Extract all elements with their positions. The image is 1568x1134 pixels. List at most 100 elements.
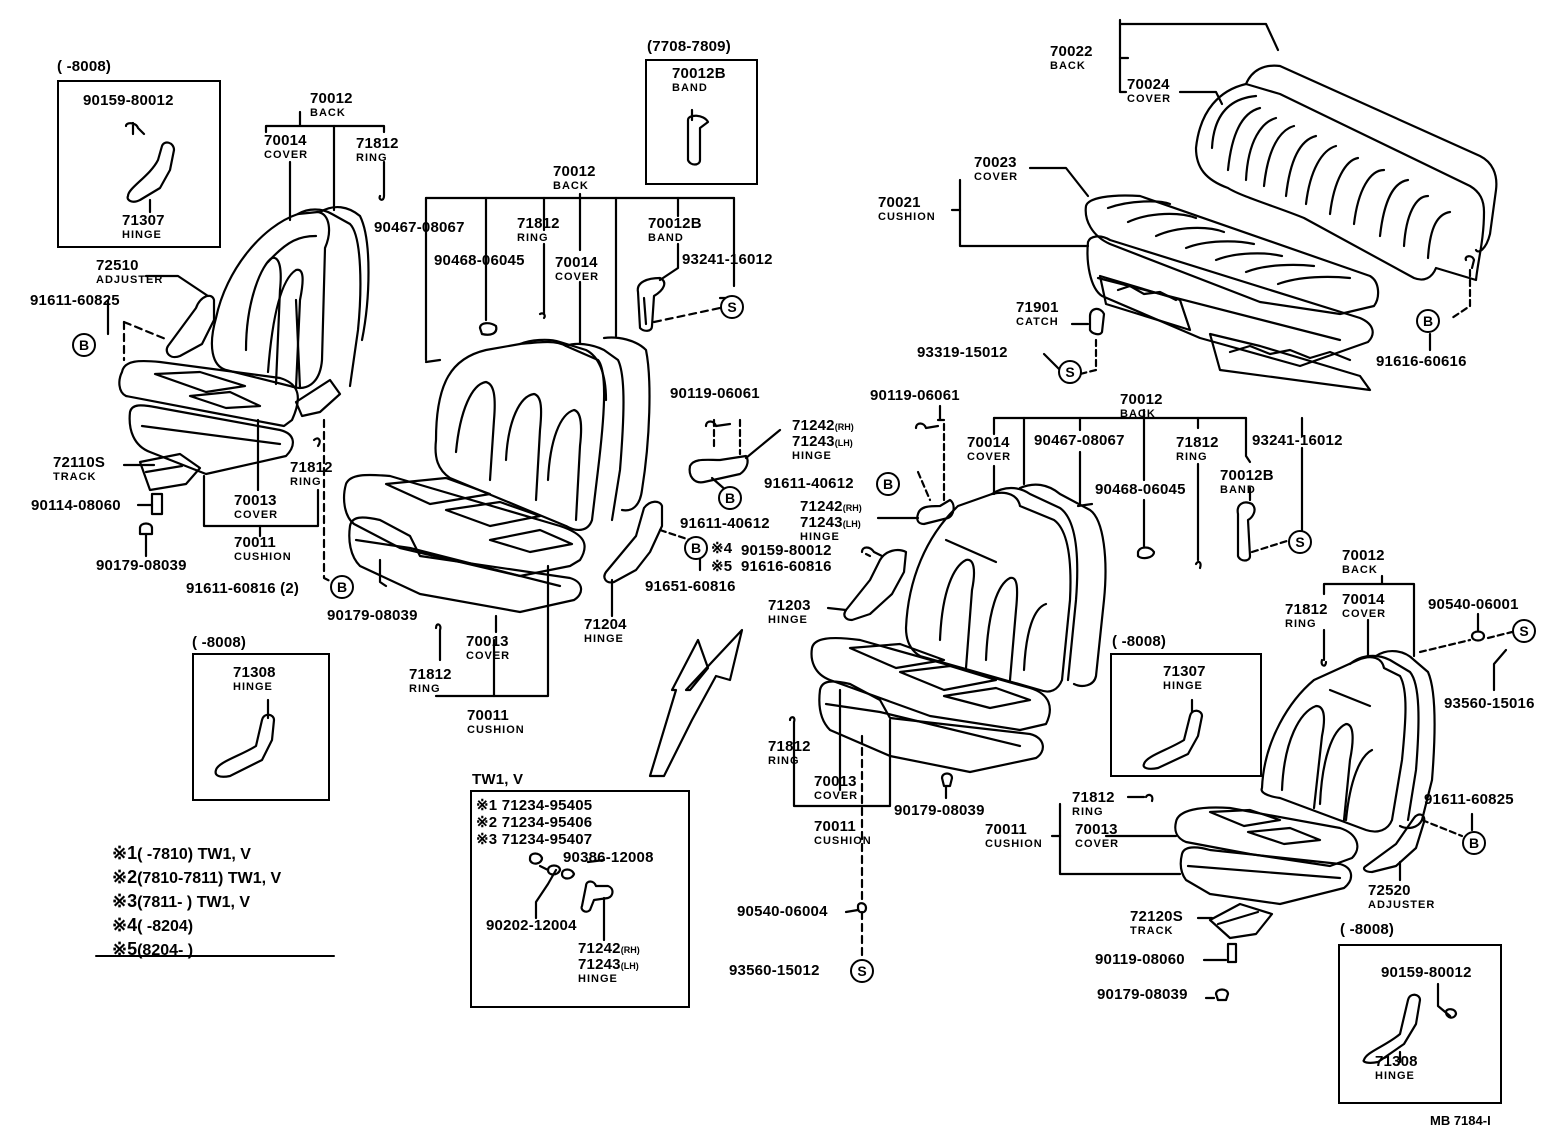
- bench-catch-drawing: [1088, 307, 1106, 336]
- right-center-band-drawing: [1236, 501, 1256, 562]
- callout-b-marker: B: [72, 333, 96, 357]
- variant-legend: ※1( -7810) TW1, V ※2(7810-7811) TW1, V ※…: [112, 842, 281, 962]
- callout-s-marker: S: [720, 295, 744, 319]
- left-bolt-drawing: [150, 492, 164, 516]
- callout-s-marker: S: [850, 959, 874, 983]
- part-label-90119-06061: 90119-06061: [870, 387, 960, 404]
- inset-date-range: ( -8008): [192, 634, 247, 651]
- inset-title: TW1, V: [472, 771, 524, 788]
- catalog-code: MB 7184-I: [1430, 1113, 1491, 1128]
- part-label-90179-08039: 90179-08039: [894, 802, 985, 819]
- callout-b-marker: B: [876, 472, 900, 496]
- callout-s-marker: S: [1288, 530, 1312, 554]
- right-center-hinge-71203-drawing: [843, 549, 908, 622]
- inset-box-band-70012b: [645, 59, 758, 185]
- inset-date-range: ( -8008): [57, 58, 112, 75]
- part-label: 90386-12008: [563, 849, 654, 866]
- legend-row: ※2(7810-7811) TW1, V: [112, 867, 282, 887]
- part-label-90179-08039: 90179-08039: [1097, 986, 1188, 1003]
- part-label-93241-16012: 93241-16012: [1252, 432, 1343, 449]
- part-label-91611-60816: 91611-60816 (2): [186, 580, 300, 597]
- right-seatback-outline: [1260, 656, 1407, 833]
- left-bucket-seat-drawing: [106, 110, 386, 584]
- part-label: 90159-80012: [1381, 964, 1472, 981]
- part-label-90468-06045: 90468-06045: [434, 252, 525, 269]
- part-label-91651-60816: 91651-60816: [645, 578, 736, 595]
- assembly-arrows: [648, 628, 744, 778]
- part-label-90540-06001: 90540-06001: [1428, 596, 1519, 613]
- inset-box-hinge-71307-right: [1110, 653, 1262, 777]
- callout-b-marker: B: [330, 575, 354, 599]
- right-track-drawing: [1208, 902, 1274, 940]
- callout-b-marker: B: [684, 536, 708, 560]
- part-label-91611-60825: 91611-60825: [30, 292, 120, 309]
- inset-date-range: ( -8008): [1112, 633, 1167, 650]
- part-label-93319-15012: 93319-15012: [917, 344, 1008, 361]
- part-label-93560-15012: 93560-15012: [729, 962, 820, 979]
- center-seat-cushion-outline: [343, 473, 586, 578]
- inset-box-hinge-71308-left: [192, 653, 330, 801]
- part-label-90114-08060: 90114-08060: [31, 497, 121, 514]
- center-seatback-outline: [434, 340, 606, 532]
- inset-box-tw1-v: [470, 790, 690, 1008]
- right-center-cushion-outline: [810, 637, 1051, 732]
- part-label-90119-08060: 90119-08060: [1095, 951, 1185, 968]
- variant-mark-4: ※4: [711, 540, 733, 557]
- callout-s-marker: S: [1512, 619, 1536, 643]
- part-label-90159-80012: 90159-80012: [741, 542, 832, 559]
- part-label-93560-15016: 93560-15016: [1444, 695, 1535, 712]
- center-hinge-71204-drawing: [603, 500, 664, 584]
- left-seatback-outline: [210, 210, 331, 389]
- legend-row: ※1( -7810) TW1, V: [112, 843, 251, 863]
- tw1-part-row: ※2 71234-95406: [476, 814, 593, 831]
- callout-b-marker: B: [718, 486, 742, 510]
- bench-seatback-outline: [1194, 82, 1486, 282]
- part-label-93241-16012: 93241-16012: [682, 251, 773, 268]
- part-label: 71242(RH)71243(LH)HINGE: [578, 940, 640, 985]
- tw1-part-row: ※1 71234-95405: [476, 797, 593, 814]
- right-adjuster-drawing: [1362, 813, 1426, 874]
- variant-mark-5: ※5: [711, 558, 733, 575]
- part-label-90540-06004: 90540-06004: [737, 903, 828, 920]
- callout-s-marker: S: [1058, 360, 1082, 384]
- part-label-90179-08039: 90179-08039: [327, 607, 418, 624]
- inset-box-hinge-71308-right: [1338, 944, 1502, 1104]
- inset-date-range: (7708-7809): [647, 38, 731, 55]
- bench-cushion-outline: [1084, 194, 1380, 316]
- inset-drawings: [124, 108, 1458, 1064]
- part-label-91611-60825: 91611-60825: [1424, 791, 1514, 808]
